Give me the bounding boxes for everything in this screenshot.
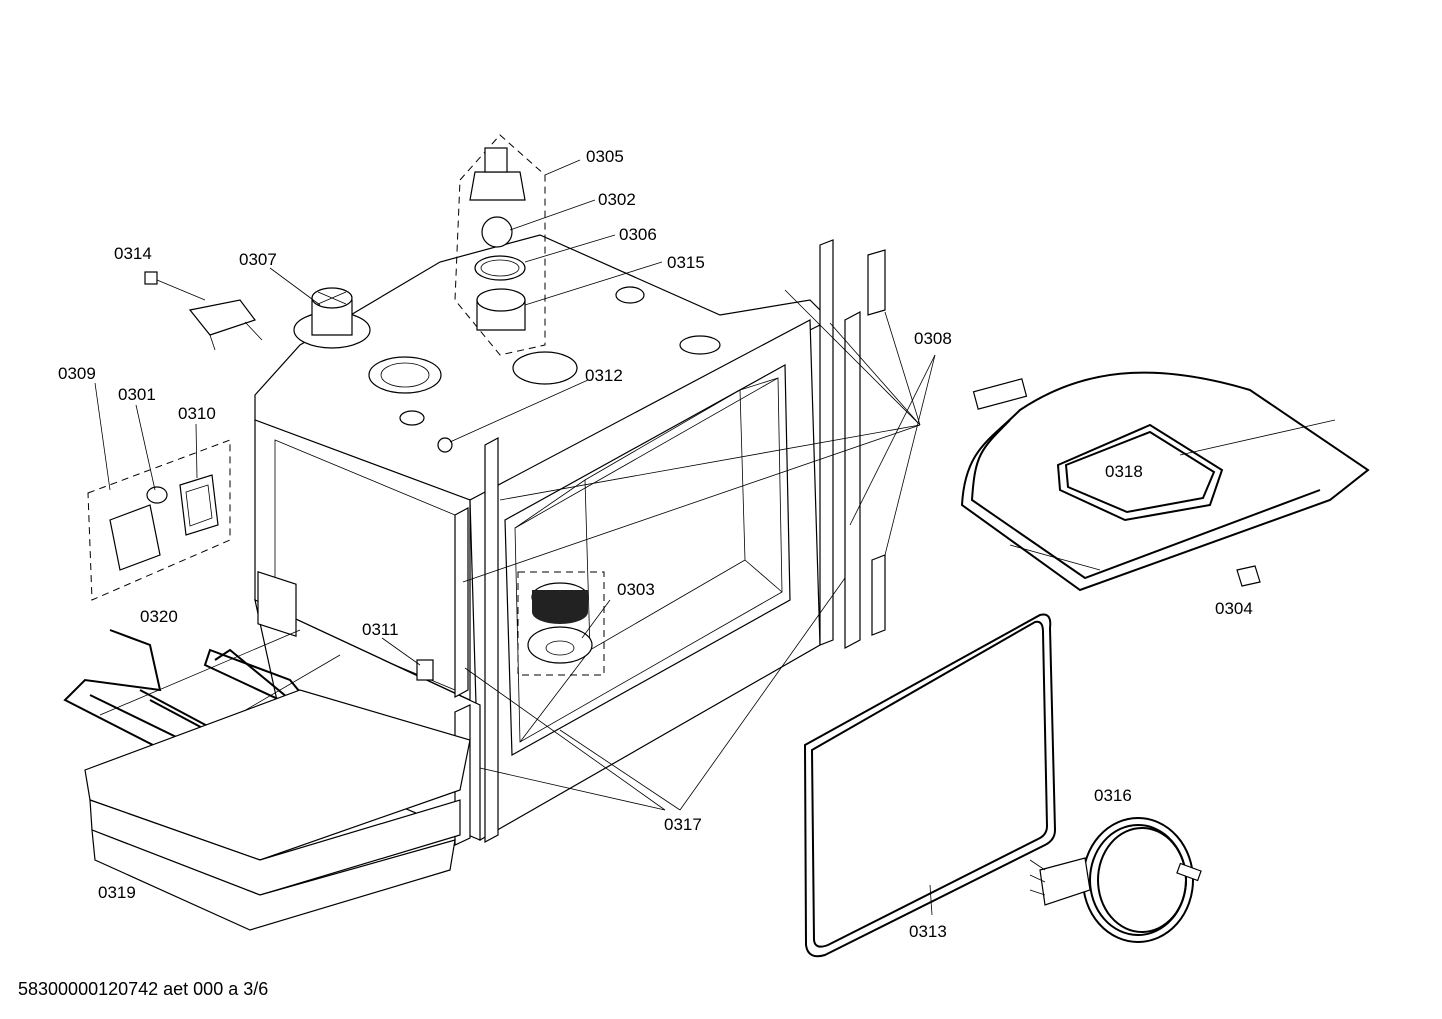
label-0310: 0310: [178, 404, 216, 423]
label-0304: 0304: [1215, 599, 1253, 618]
label-0313: 0313: [909, 922, 947, 941]
temperature-sensor: [144, 271, 263, 351]
label-0315: 0315: [667, 253, 705, 272]
part-labels: 0305 0302 0306 0315 0314 0307 0308 0309 …: [58, 147, 1253, 941]
label-0318: 0318: [1105, 462, 1143, 481]
label-0316: 0316: [1094, 786, 1132, 805]
label-0307: 0307: [239, 250, 277, 269]
label-0317: 0317: [664, 815, 702, 834]
leader-lines: [94, 159, 936, 916]
label-0308: 0308: [914, 329, 952, 348]
label-0301: 0301: [118, 385, 156, 404]
label-0312: 0312: [585, 366, 623, 385]
circular-heating-element: [1029, 817, 1202, 943]
label-0309: 0309: [58, 364, 96, 383]
switch-assembly: [87, 439, 231, 601]
label-0311: 0311: [362, 620, 399, 639]
vent-outlet: [293, 287, 371, 349]
label-0314: 0314: [114, 244, 152, 263]
fan-assembly: [517, 571, 605, 676]
label-0319: 0319: [98, 883, 136, 902]
label-0305: 0305: [586, 147, 624, 166]
label-0303: 0303: [617, 580, 655, 599]
top-heating-element: [960, 371, 1370, 592]
lamp-assembly: [454, 134, 546, 356]
door-seal: [803, 613, 1057, 958]
document-reference: 58300000120742 aet 000 a 3/6: [18, 979, 269, 999]
label-0306: 0306: [619, 225, 657, 244]
insulation-pad: [84, 689, 471, 931]
label-0320: 0320: [140, 607, 178, 626]
label-0302: 0302: [598, 190, 636, 209]
